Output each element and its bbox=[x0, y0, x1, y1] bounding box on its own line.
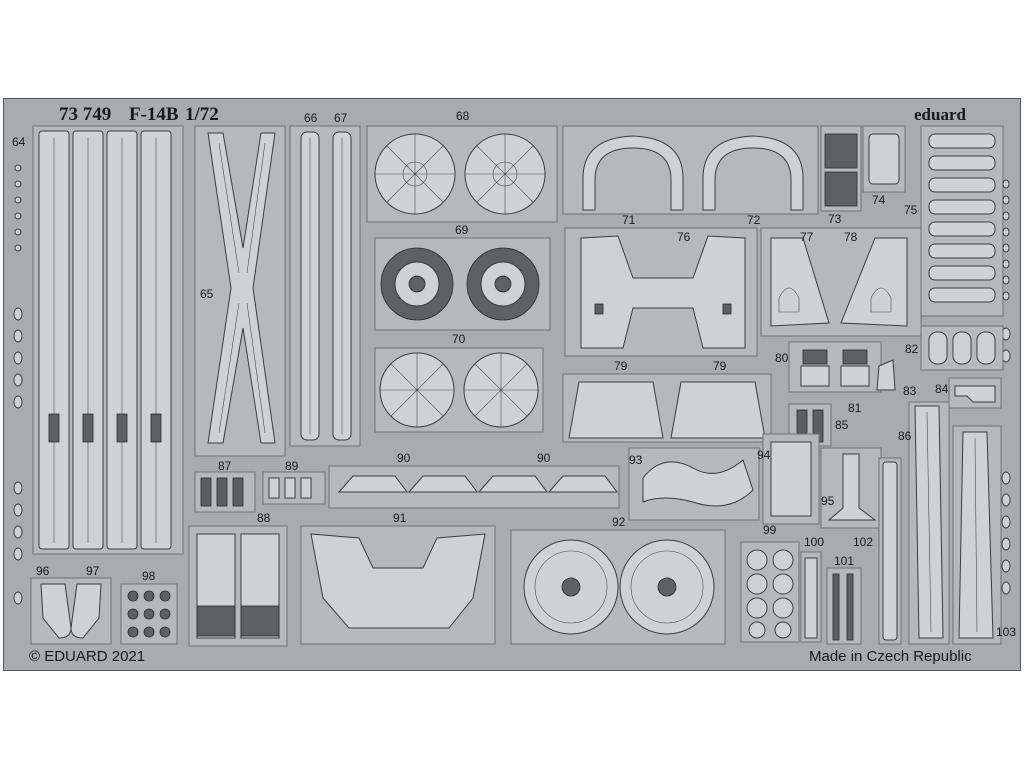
part-79-panels bbox=[562, 373, 772, 443]
label-74: 74 bbox=[872, 193, 886, 207]
label-70: 70 bbox=[452, 332, 466, 346]
part-92-fan-wheels bbox=[510, 529, 726, 645]
label-73: 73 bbox=[828, 212, 842, 226]
label-102: 102 bbox=[853, 535, 873, 549]
part-96-98 bbox=[30, 577, 178, 645]
label-78: 78 bbox=[844, 230, 858, 244]
part-68-spoked-wheels bbox=[366, 125, 558, 223]
label-99: 99 bbox=[763, 523, 777, 537]
label-84: 84 bbox=[935, 382, 949, 396]
label-68: 68 bbox=[456, 109, 470, 123]
label-64: 64 bbox=[12, 135, 26, 149]
label-65: 65 bbox=[200, 287, 214, 301]
label-89: 89 bbox=[285, 459, 299, 473]
label-90a: 90 bbox=[397, 451, 411, 465]
part-88 bbox=[188, 525, 288, 647]
label-72: 72 bbox=[747, 213, 761, 227]
label-71: 71 bbox=[622, 213, 636, 227]
label-66: 66 bbox=[304, 111, 318, 125]
label-79b: 79 bbox=[713, 359, 727, 373]
label-87: 87 bbox=[218, 459, 232, 473]
part-80-84 bbox=[788, 325, 1004, 409]
label-75: 75 bbox=[904, 203, 918, 217]
part-75-ladder bbox=[920, 125, 1004, 317]
label-103: 103 bbox=[996, 625, 1016, 639]
label-82: 82 bbox=[905, 342, 919, 356]
label-81: 81 bbox=[848, 401, 862, 415]
label-100: 100 bbox=[804, 535, 824, 549]
model-name: F-14B bbox=[129, 104, 179, 125]
label-79a: 79 bbox=[614, 359, 628, 373]
label-67: 67 bbox=[334, 111, 348, 125]
part-95 bbox=[820, 447, 882, 529]
label-76: 76 bbox=[677, 230, 691, 244]
label-92: 92 bbox=[612, 515, 626, 529]
label-80: 80 bbox=[775, 351, 789, 365]
part-70-wheels bbox=[374, 347, 544, 433]
small-drops-right bbox=[1001, 179, 1011, 595]
part-86-pipe bbox=[908, 401, 950, 645]
label-90b: 90 bbox=[537, 451, 551, 465]
part-66-67-rails bbox=[289, 125, 361, 447]
part-69-gear-wheels bbox=[374, 237, 551, 331]
label-91: 91 bbox=[393, 511, 407, 525]
part-65-frames bbox=[194, 125, 286, 457]
label-77: 77 bbox=[800, 230, 814, 244]
scale-label: 1/72 bbox=[185, 104, 219, 125]
label-94: 94 bbox=[757, 448, 771, 462]
label-101: 101 bbox=[834, 554, 854, 568]
small-drops-left bbox=[13, 164, 23, 605]
label-69: 69 bbox=[455, 223, 469, 237]
copyright-text: © EDUARD 2021 bbox=[29, 648, 145, 665]
catalog-number: 73 749 bbox=[59, 104, 111, 125]
part-64-strips bbox=[32, 125, 184, 555]
part-87-89 bbox=[194, 471, 326, 513]
label-83: 83 bbox=[903, 384, 917, 398]
label-93: 93 bbox=[629, 453, 643, 467]
part-93-94 bbox=[628, 433, 820, 525]
arch-parts bbox=[562, 125, 819, 215]
part-99-101 bbox=[740, 541, 862, 645]
label-96: 96 bbox=[36, 564, 50, 578]
label-86: 86 bbox=[898, 429, 912, 443]
part-91 bbox=[300, 525, 496, 645]
part-71-76-panel bbox=[564, 227, 758, 357]
part-90-strip bbox=[328, 465, 620, 509]
label-88: 88 bbox=[257, 511, 271, 525]
part-73-74 bbox=[820, 125, 906, 212]
origin-text: Made in Czech Republic bbox=[809, 648, 972, 665]
part-103 bbox=[952, 425, 1002, 645]
label-97: 97 bbox=[86, 564, 100, 578]
eduard-logo: eduard bbox=[914, 105, 967, 124]
label-98: 98 bbox=[142, 569, 156, 583]
photo-etch-fret: 73 749 F-14B 1/72 eduard 64 bbox=[3, 98, 1021, 671]
label-95: 95 bbox=[821, 494, 835, 508]
part-72-77-78 bbox=[760, 227, 922, 337]
label-85: 85 bbox=[835, 418, 849, 432]
part-102 bbox=[878, 457, 902, 645]
